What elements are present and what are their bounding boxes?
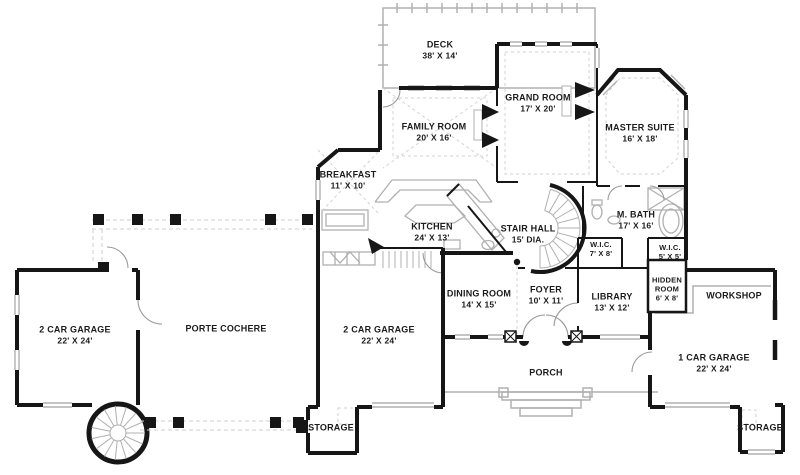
straight-stair xyxy=(382,251,432,268)
room-name: FOYER xyxy=(529,284,562,295)
room-name: PORCH xyxy=(529,367,563,378)
room-name: STORAGE xyxy=(308,422,354,433)
room-name: M. BATH xyxy=(616,209,656,220)
room-dims: 10' X 11' xyxy=(528,295,564,306)
room-dims: 38' X 14' xyxy=(422,50,458,61)
room-label-wic-small: W.I.C.5' X 5' xyxy=(659,243,681,261)
room-name: STAIR HALL xyxy=(500,223,556,234)
room-name: BREAKFAST xyxy=(319,169,377,180)
room-name: MASTER SUITE xyxy=(605,122,675,133)
foyer-entry-posts xyxy=(504,330,583,346)
grand-room-fireplace xyxy=(561,82,595,120)
room-dims: 17' X 20' xyxy=(520,103,556,114)
room-label-porch: PORCH xyxy=(529,368,563,379)
room-name: W.I.C. xyxy=(659,243,681,252)
room-dims: 22' X 24' xyxy=(57,335,93,346)
room-dims: 22' X 24' xyxy=(361,335,397,346)
room-name: KITCHEN xyxy=(411,221,453,232)
room-name: 2 CAR GARAGE xyxy=(39,324,111,335)
room-label-porte-cochere: PORTE COCHERE xyxy=(185,324,266,335)
room-dims: 7' X 8' xyxy=(589,249,613,258)
room-dims: 15' DIA. xyxy=(511,234,545,245)
room-name: LIBRARY xyxy=(591,291,633,302)
room-dims: 20' X 16' xyxy=(416,132,452,143)
room-name: 2 CAR GARAGE xyxy=(343,324,415,335)
stair-arrow xyxy=(368,238,521,266)
porte-cochere-columns xyxy=(93,214,313,433)
room-name: 1 CAR GARAGE xyxy=(678,352,750,363)
room-dims: 24' X 13' xyxy=(414,232,450,243)
room-label-wic-master: W.I.C.7' X 8' xyxy=(590,240,612,258)
room-label-storage-right: STORAGE xyxy=(737,423,783,434)
room-name: STORAGE xyxy=(737,422,783,433)
room-label-workshop: WORKSHOP xyxy=(706,291,762,302)
family-room-fireplace xyxy=(473,104,499,148)
room-name: HIDDEN ROOM xyxy=(652,275,682,294)
room-name: GRAND ROOM xyxy=(505,92,571,103)
room-name: FAMILY ROOM xyxy=(401,121,467,132)
curved-stair xyxy=(539,188,581,269)
exterior-walls xyxy=(15,42,785,455)
room-dims: 17' X 16' xyxy=(618,220,654,231)
spiral-stair xyxy=(86,401,150,465)
porch-and-steps xyxy=(443,387,658,417)
interior-walls xyxy=(377,44,688,337)
room-name: PORTE COCHERE xyxy=(185,323,267,334)
room-name: WORKSHOP xyxy=(706,290,762,301)
room-dims: 13' X 12' xyxy=(594,302,630,313)
door-arcs xyxy=(106,89,665,373)
room-name: W.I.C. xyxy=(590,240,612,249)
room-dims: 14' X 15' xyxy=(461,299,497,310)
room-dims: 11' X 10' xyxy=(330,180,366,191)
room-label-storage-middle: STORAGE xyxy=(308,423,354,434)
room-dims: 6' X 8' xyxy=(655,293,679,303)
room-dims: 22' X 24' xyxy=(696,363,732,374)
bath-fixtures xyxy=(481,187,685,251)
room-name: DINING ROOM xyxy=(446,288,512,299)
room-dims: 5' X 5' xyxy=(658,252,682,261)
room-dims: 16' X 18' xyxy=(622,133,658,144)
room-name: DECK xyxy=(426,39,454,50)
